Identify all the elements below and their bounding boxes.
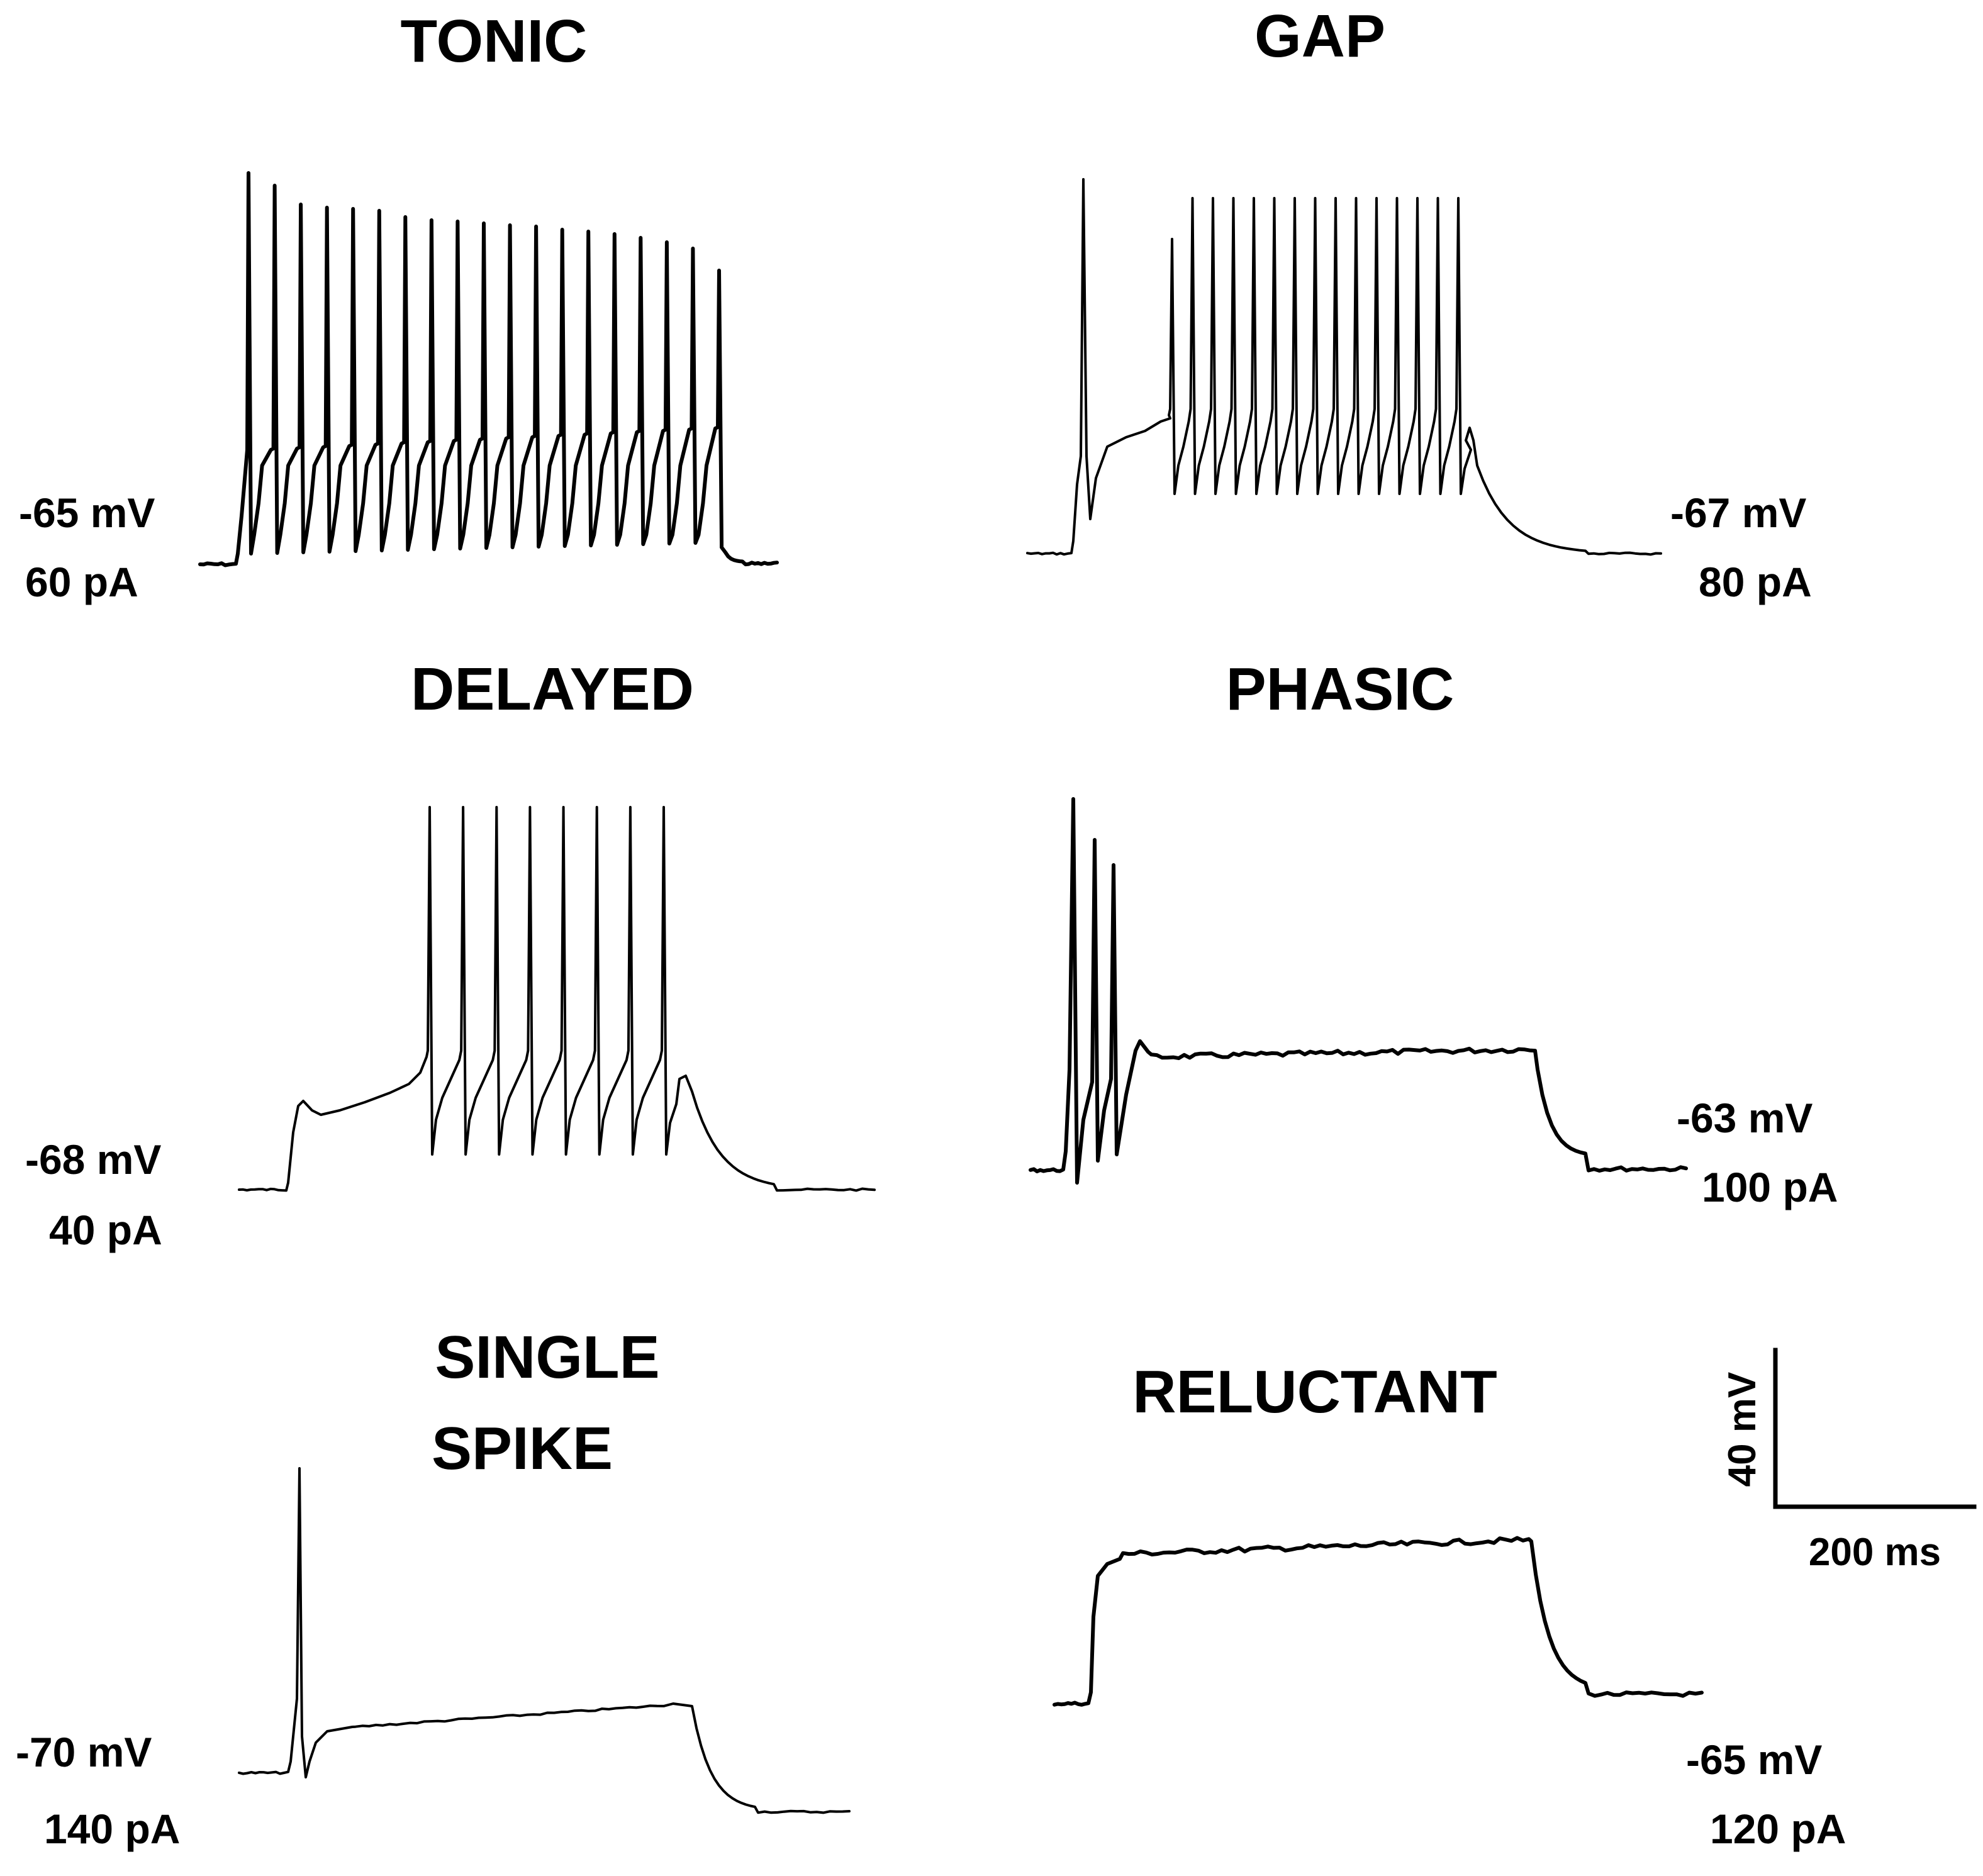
panel-delayed: DELAYED -68 mV 40 pA (25, 656, 876, 1253)
current-tonic: 60 pA (25, 559, 138, 605)
potential-delayed: -68 mV (25, 1136, 161, 1183)
title-single: SINGLE (435, 1324, 659, 1391)
panel-gap: GAP -67 mV 80 pA (1026, 3, 1812, 605)
current-reluctant: 120 pA (1710, 1806, 1846, 1852)
potential-reluctant: -65 mV (1686, 1736, 1822, 1783)
potential-phasic: -63 mV (1677, 1095, 1813, 1141)
trace-reluctant (1053, 1536, 1704, 1707)
current-delayed: 40 pA (49, 1207, 162, 1253)
potential-gap: -67 mV (1670, 489, 1806, 536)
scale-vertical-label: 40 mV (1721, 1372, 1764, 1487)
panel-tonic: TONIC -65 mV 60 pA (19, 8, 779, 605)
scale-bar-lines (1773, 1348, 1977, 1509)
title-spike: SPIKE (432, 1415, 613, 1482)
scale-horizontal-label: 200 ms (1809, 1531, 1941, 1574)
panel-phasic: PHASIC -63 mV 100 pA (1029, 656, 1838, 1210)
trace-phasic (1029, 797, 1688, 1185)
title-tonic: TONIC (401, 8, 588, 75)
current-phasic: 100 pA (1702, 1164, 1838, 1210)
title-phasic: PHASIC (1226, 656, 1455, 723)
title-delayed: DELAYED (411, 656, 694, 723)
potential-tonic: -65 mV (19, 489, 155, 536)
panel-single-spike: SINGLE SPIKE -70 mV 140 pA (16, 1324, 851, 1852)
trace-gap (1026, 178, 1662, 556)
panel-reluctant: RELUCTANT -65 mV 120 pA (1053, 1358, 1846, 1852)
current-single-spike: 140 pA (44, 1806, 180, 1852)
trace-single-spike (238, 1467, 851, 1814)
scale-bar: 40 mV 200 ms (1721, 1348, 1977, 1574)
title-gap: GAP (1254, 3, 1385, 70)
title-reluctant: RELUCTANT (1132, 1358, 1497, 1426)
trace-delayed (238, 806, 876, 1192)
potential-single-spike: -70 mV (16, 1729, 152, 1775)
current-gap: 80 pA (1699, 559, 1812, 605)
trace-tonic (198, 171, 779, 567)
